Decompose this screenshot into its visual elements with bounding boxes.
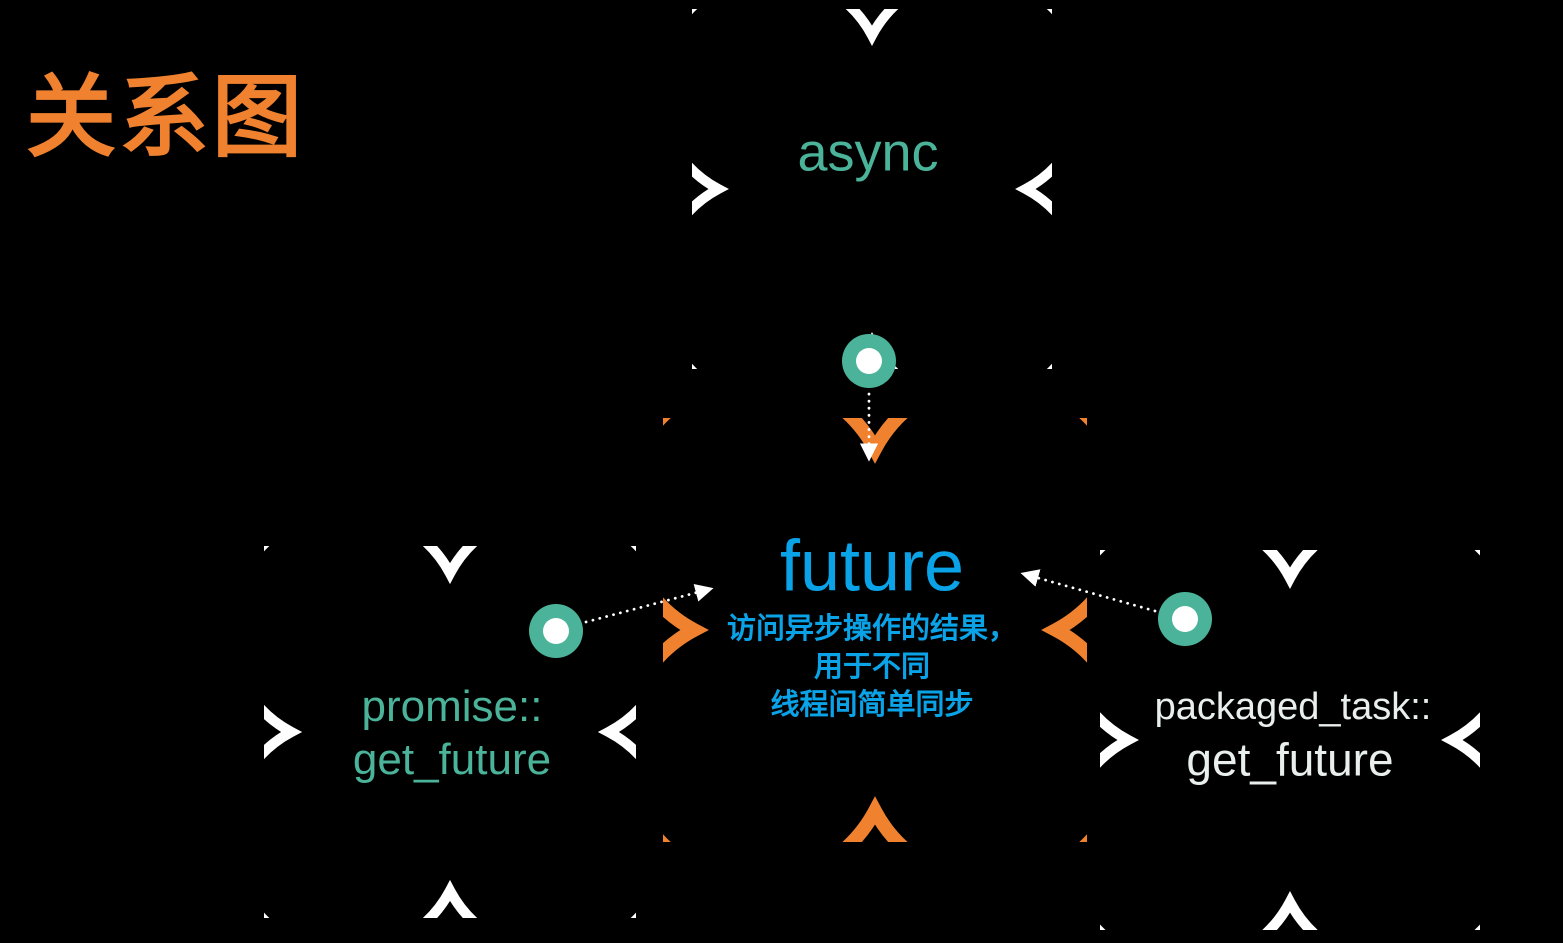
promise-label-line-1: promise:: — [361, 682, 543, 731]
future-description-line-1: 访问异步操作的结果， — [726, 613, 1018, 645]
future-description-line-3: 线程间简单同步 — [770, 689, 974, 721]
connector-dot-async — [842, 334, 896, 388]
arrow-promise-to-future — [584, 583, 714, 624]
packaged-task-label-line-2: get_future — [1186, 733, 1394, 786]
connector-dot-packaged — [1158, 592, 1212, 646]
arrow-packaged-to-future — [1020, 569, 1157, 613]
async-node-label: async — [797, 122, 939, 183]
future-description-line-2: 用于不同 — [813, 651, 931, 683]
promise-node-label: promise:: get_future — [353, 680, 551, 786]
page-title: 关系图 — [26, 68, 305, 168]
connector-dot-promise — [529, 604, 583, 658]
future-node-label: future — [779, 526, 965, 607]
future-node-description: 访问异步操作的结果， 用于不同 线程间简单同步 — [727, 610, 1017, 724]
packaged-task-node-shape — [1100, 550, 1480, 930]
promise-label-line-2: get_future — [352, 735, 552, 784]
promise-node-shape — [264, 546, 636, 918]
packaged-task-label-line-1: packaged_task:: — [1154, 686, 1432, 729]
future-node-shape — [663, 418, 1087, 842]
